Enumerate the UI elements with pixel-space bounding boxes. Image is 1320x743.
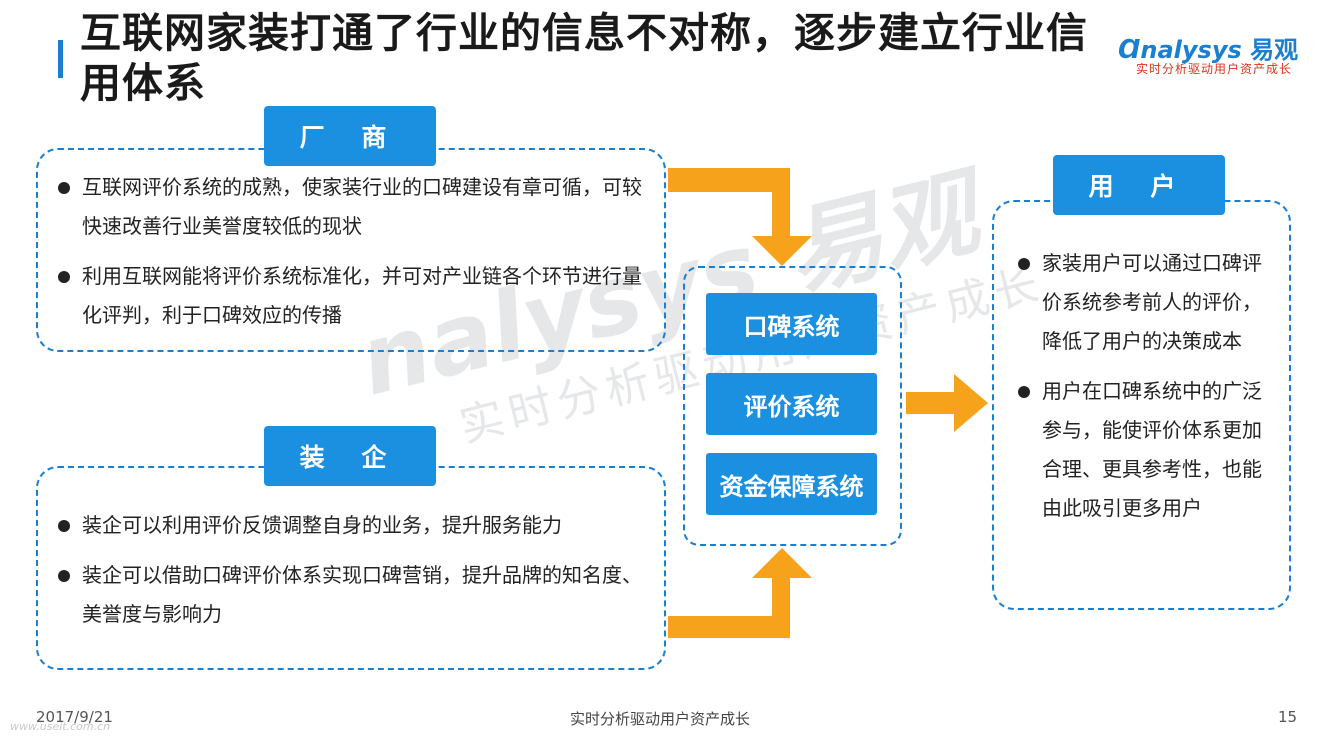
arrow-decorator-to-systems [668,548,812,638]
page-title: 互联网家装打通了行业的信息不对称，逐步建立行业信用体系 [80,9,1088,107]
logo-brand: Ɑnalysys 易观 [1118,30,1298,65]
user-bullets: 家装用户可以通过口碑评价系统参考前人的评价，降低了用户的决策成本 用户在口碑系统… [1018,244,1268,539]
logo-brand-cn: 易观 [1250,36,1299,64]
user-label: 用 户 [1053,155,1225,215]
footer-url: www.useit.com.cn [10,720,111,733]
user-bullet-1: 家装用户可以通过口碑评价系统参考前人的评价，降低了用户的决策成本 [1018,244,1268,361]
system-zijin-baozhang: 资金保障系统 [706,453,877,515]
manufacturer-bullets: 互联网评价系统的成熟，使家装行业的口碑建设有章可循，可较快速改善行业美誉度较低的… [58,168,658,346]
bullet-dot-icon [58,520,70,532]
bullet-dot-icon [1018,386,1030,398]
system-pingjia: 评价系统 [706,373,877,435]
decorator-bullet-2: 装企可以借助口碑评价体系实现口碑营销，提升品牌的知名度、美誉度与影响力 [58,556,658,634]
logo-swoosh-icon: Ɑ [1118,35,1141,65]
decorator-bullets: 装企可以利用评价反馈调整自身的业务，提升服务能力 装企可以借助口碑评价体系实现口… [58,506,658,645]
manufacturer-bullet-1: 互联网评价系统的成熟，使家装行业的口碑建设有章可循，可较快速改善行业美誉度较低的… [58,168,658,246]
logo-brand-en: nalysys [1140,36,1242,64]
decorator-bullet-1: 装企可以利用评价反馈调整自身的业务，提升服务能力 [58,506,658,545]
bullet-dot-icon [58,570,70,582]
bullet-dot-icon [58,271,70,283]
title-accent-bar [58,40,63,78]
footer-tagline: 实时分析驱动用户资产成长 [569,710,750,728]
user-bullet-2: 用户在口碑系统中的广泛参与，能使评价体系更加合理、更具参考性，也能由此吸引更多用… [1018,372,1268,528]
footer-date: 2017/9/21 [36,708,113,726]
arrow-systems-to-user [906,374,988,432]
manufacturer-bullet-2: 利用互联网能将评价系统标准化，并可对产业链各个环节进行量化评判，利于口碑效应的传… [58,257,658,335]
system-koubei: 口碑系统 [706,293,877,355]
manufacturer-label: 厂 商 [264,106,436,166]
arrow-manufacturer-to-systems [668,168,812,266]
analysys-logo: Ɑnalysys 易观 实时分析驱动用户资产成长 [1118,30,1298,80]
decorator-label: 装 企 [264,426,436,486]
bullet-dot-icon [58,182,70,194]
bullet-dot-icon [1018,258,1030,270]
page-number: 15 [1278,708,1298,726]
systems-box [683,266,902,546]
logo-tagline: 实时分析驱动用户资产成长 [1136,62,1293,76]
